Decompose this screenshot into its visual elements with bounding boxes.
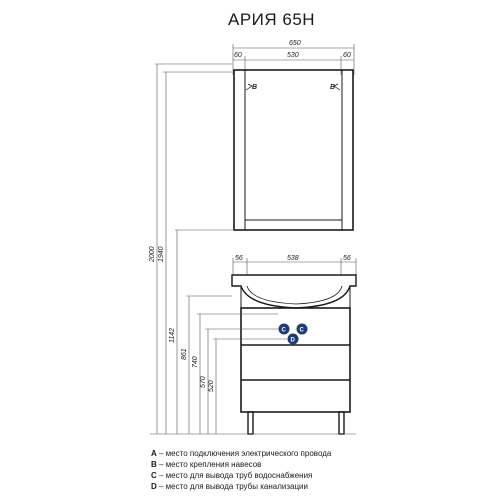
marker-b-right: B xyxy=(330,84,335,91)
marker-d: D xyxy=(287,333,299,345)
dim-sink-center: 538 xyxy=(287,255,299,262)
drawing-title: АРИЯ 65Н xyxy=(228,10,316,29)
dim-sink-left: 56 xyxy=(235,255,243,262)
mirror xyxy=(233,69,354,231)
height-dimension-lines xyxy=(150,63,356,435)
dim-height-2000: 2000 xyxy=(149,246,156,263)
dim-height-520: 520 xyxy=(208,380,215,392)
sink-width-dimensions xyxy=(232,258,357,275)
svg-text:C: C xyxy=(282,328,287,334)
dim-mirror-left: 60 xyxy=(234,52,242,59)
marker-b-left: B xyxy=(252,84,257,91)
svg-text:C: C xyxy=(300,328,305,334)
mirror-mount-arrow-right xyxy=(333,83,341,91)
dim-height-1142: 1142 xyxy=(169,328,176,343)
dim-height-740: 740 xyxy=(192,356,199,368)
svg-text:D: D xyxy=(291,338,296,344)
legend-row-b: B – место крепления навесов xyxy=(151,460,262,469)
dim-height-570: 570 xyxy=(200,376,207,388)
dim-height-861: 861 xyxy=(181,348,188,360)
legend-row-d: D – место для вывода трубы канализации xyxy=(151,482,308,491)
dim-sink-right: 56 xyxy=(343,255,351,262)
legend: A – место подключения электрического про… xyxy=(151,448,491,492)
legend-row-c: C – место для вывода труб водоснабжения xyxy=(151,471,313,480)
cabinet xyxy=(240,307,351,413)
legend-row-a: A – место подключения электрического про… xyxy=(151,449,332,458)
marker-c-right: C xyxy=(296,323,308,335)
dim-height-1940: 1940 xyxy=(158,246,165,262)
mirror-mount-arrow-left xyxy=(245,83,253,91)
cabinet-legs xyxy=(247,411,345,435)
marker-c-left: C xyxy=(278,323,290,335)
washbasin xyxy=(231,274,357,309)
dim-mirror-total: 650 xyxy=(289,40,301,47)
dim-mirror-right: 60 xyxy=(343,52,351,59)
dim-mirror-center: 530 xyxy=(287,52,299,59)
